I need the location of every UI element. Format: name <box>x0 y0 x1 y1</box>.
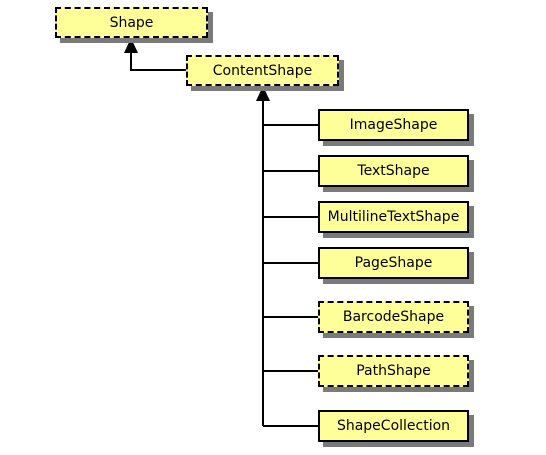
edge-contentshape-to-shape <box>130 48 186 71</box>
shape-inheritance-arrowhead <box>124 38 138 53</box>
node-textshape-label: TextShape <box>357 163 430 179</box>
node-pathshape[interactable]: PathShape <box>318 355 469 387</box>
node-multilinetextshape[interactable]: MultilineTextShape <box>318 201 469 233</box>
node-contentshape[interactable]: ContentShape <box>186 55 339 86</box>
node-shapecollection[interactable]: ShapeCollection <box>318 410 469 442</box>
node-barcodeshape[interactable]: BarcodeShape <box>318 301 469 333</box>
node-pageshape[interactable]: PageShape <box>318 247 469 279</box>
node-shape-label: Shape <box>109 14 154 31</box>
node-barcodeshape-label: BarcodeShape <box>342 309 445 325</box>
node-pathshape-label: PathShape <box>356 363 431 379</box>
contentshape-inheritance-arrowhead <box>256 86 270 101</box>
node-imageshape[interactable]: ImageShape <box>318 109 469 141</box>
node-pageshape-label: PageShape <box>354 255 433 271</box>
node-contentshape-label: ContentShape <box>212 62 313 79</box>
node-textshape[interactable]: TextShape <box>318 155 469 187</box>
node-imageshape-label: ImageShape <box>349 117 438 133</box>
node-multilinetextshape-label: MultilineTextShape <box>327 209 460 225</box>
node-shapecollection-label: ShapeCollection <box>336 418 451 434</box>
node-shape[interactable]: Shape <box>55 7 208 38</box>
